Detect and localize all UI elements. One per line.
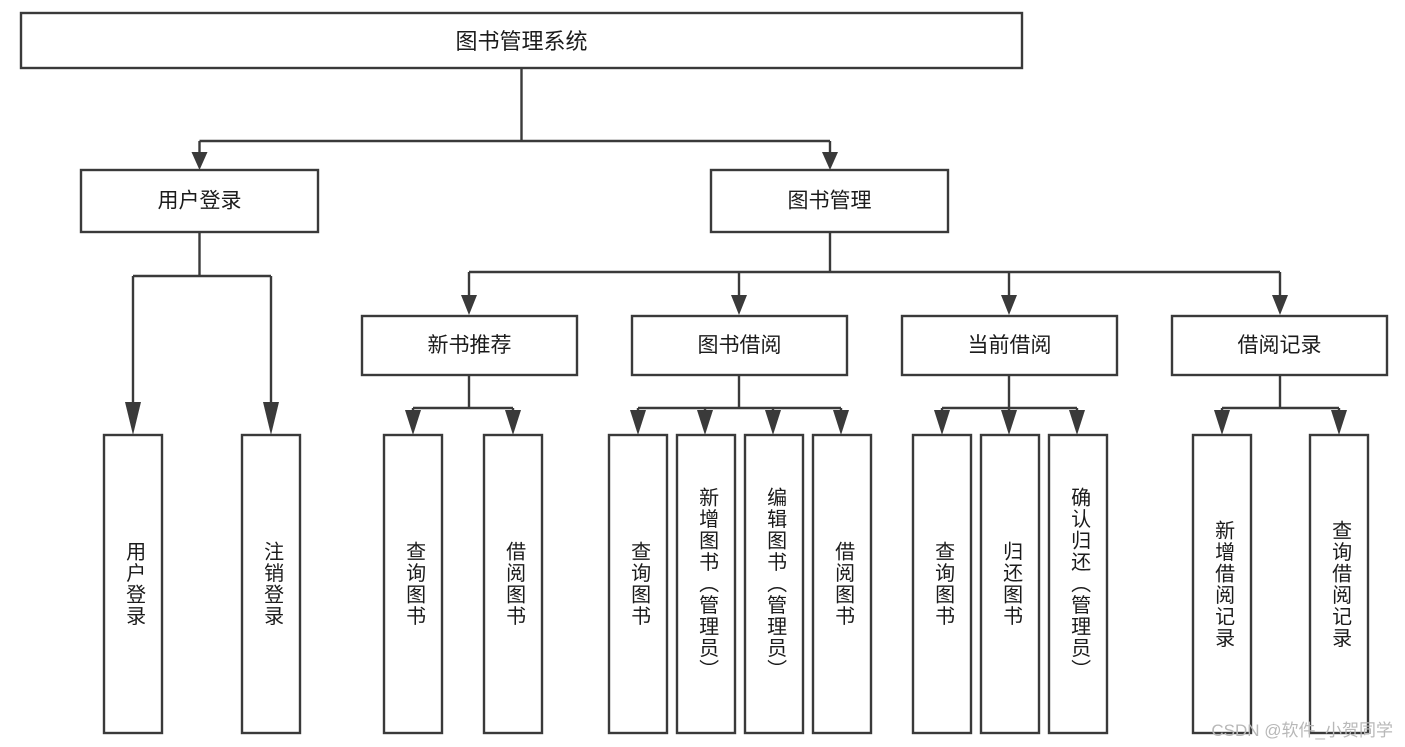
arrow-head-leaf-confirm-return xyxy=(1069,410,1085,435)
leaf-box-borrow-book-2[interactable] xyxy=(811,433,873,735)
arrow-head-current-borrow xyxy=(1001,295,1017,315)
node-new-book-recommend[interactable]: 新书推荐 xyxy=(360,314,579,377)
leaf-box-add-book[interactable] xyxy=(675,433,737,735)
arrow-head-leaf-return-book xyxy=(1001,410,1017,435)
arrow-head-user-login xyxy=(191,152,208,170)
node-root-label: 图书管理系统 xyxy=(455,29,587,54)
node-user-login-label: 用户登录 xyxy=(158,190,242,213)
csdn-watermark: CSDN @软件_小贺同学 xyxy=(1211,721,1393,740)
leaf-box-confirm-return[interactable] xyxy=(1047,433,1109,735)
node-current-borrow[interactable]: 当前借阅 xyxy=(900,314,1119,377)
node-book-management-box[interactable] xyxy=(709,168,950,234)
leaf-box-edit-book[interactable] xyxy=(743,433,805,735)
arrow-head-new-book-recommend xyxy=(461,295,477,315)
node-user-login-box[interactable] xyxy=(79,168,320,234)
leaf-box-query-book-3[interactable] xyxy=(911,433,973,735)
arrow-head-leaf-borrow-book-2 xyxy=(833,410,849,435)
leaf-box-return-book[interactable] xyxy=(979,433,1041,735)
leaf-box-query-book-1[interactable] xyxy=(382,433,444,735)
node-new-book-recommend-label: 新书推荐 xyxy=(428,334,512,357)
arrow-head-borrow-record xyxy=(1272,295,1288,315)
arrow-head-leaf-query-book-1 xyxy=(405,410,421,435)
leaf-box-query-record[interactable] xyxy=(1308,433,1370,735)
arrow-head-leaf-user-login xyxy=(125,402,141,435)
arrow-head-book-management xyxy=(822,152,838,170)
arrow-head-leaf-add-record xyxy=(1214,410,1230,435)
node-root[interactable]: 图书管理系统 xyxy=(19,11,1024,70)
node-current-borrow-box[interactable] xyxy=(900,314,1119,377)
node-user-login[interactable]: 用户登录 xyxy=(79,168,320,234)
leaf-box-borrow-book-1[interactable] xyxy=(482,433,544,735)
arrow-head-leaf-add-book xyxy=(697,410,713,435)
node-borrow-record-box[interactable] xyxy=(1170,314,1389,377)
node-book-borrow-box[interactable] xyxy=(630,314,849,377)
arrow-head-book-borrow xyxy=(731,295,747,315)
arrow-head-leaf-query-record xyxy=(1331,410,1347,435)
arrow-head-leaf-query-book-3 xyxy=(934,410,950,435)
arrow-head-leaf-query-book-2 xyxy=(630,410,646,435)
arrow-head-leaf-borrow-book-1 xyxy=(505,410,521,435)
node-book-borrow-label: 图书借阅 xyxy=(698,334,782,357)
leaf-box-layer xyxy=(102,433,1370,735)
arrow-head-leaf-logout-login xyxy=(263,402,279,435)
node-borrow-record-label: 借阅记录 xyxy=(1238,334,1322,357)
node-borrow-record[interactable]: 借阅记录 xyxy=(1170,314,1389,377)
node-book-management-label: 图书管理 xyxy=(788,190,872,213)
node-book-management[interactable]: 图书管理 xyxy=(709,168,950,234)
leaf-box-query-book-2[interactable] xyxy=(607,433,669,735)
node-current-borrow-label: 当前借阅 xyxy=(968,334,1052,357)
leaf-box-logout-login[interactable] xyxy=(240,433,302,735)
node-new-book-recommend-box[interactable] xyxy=(360,314,579,377)
node-book-borrow[interactable]: 图书借阅 xyxy=(630,314,849,377)
connector-layer xyxy=(125,68,1347,435)
leaf-box-add-record[interactable] xyxy=(1191,433,1253,735)
node-root-box[interactable] xyxy=(19,11,1024,70)
arrow-head-leaf-edit-book xyxy=(765,410,781,435)
leaf-box-user-login[interactable] xyxy=(102,433,164,735)
